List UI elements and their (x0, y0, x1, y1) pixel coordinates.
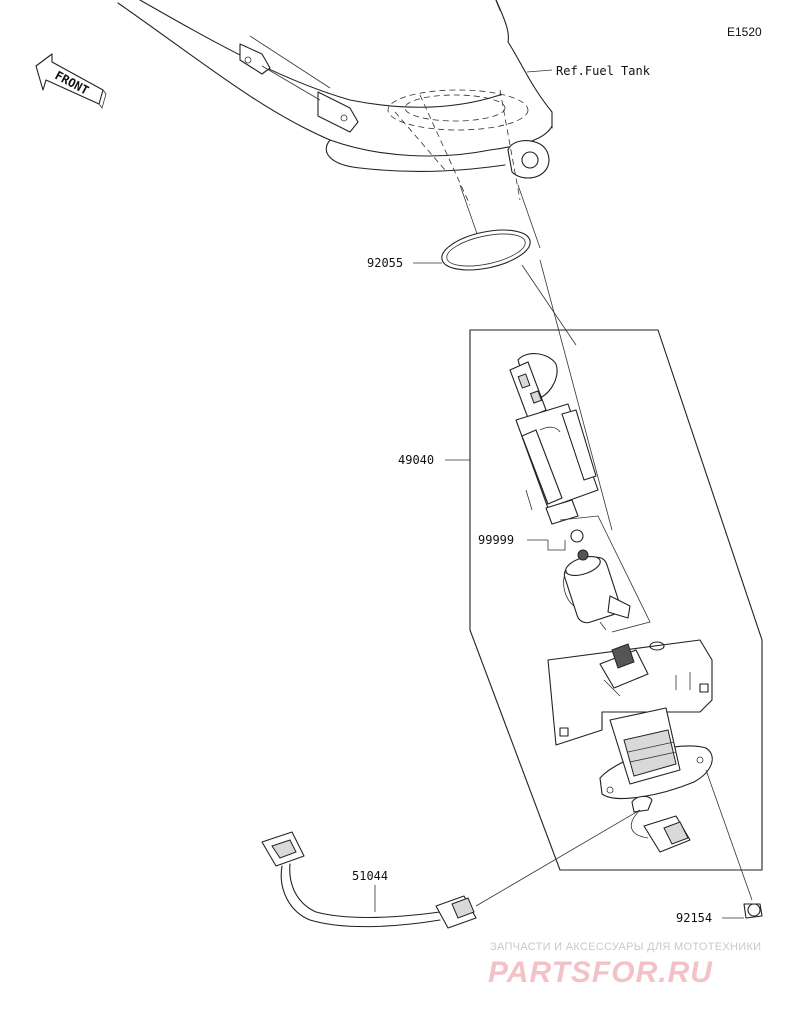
part-number-99999: 99999 (478, 533, 514, 547)
filter-bracket (547, 639, 713, 746)
part-number-49040: 49040 (398, 453, 434, 467)
bolt-92154 (743, 903, 763, 919)
wire-harness-51044 (261, 831, 477, 929)
screw-small (559, 683, 709, 737)
front-arrow-icon: FRONT (35, 53, 107, 109)
watermark-brand: PARTSFOR.RU (488, 956, 713, 989)
watermark-tagline: ЗАПЧАСТИ И АКСЕССУАРЫ ДЛЯ МОТОТЕХНИКИ (490, 941, 761, 953)
harness-connector (630, 809, 691, 853)
fuel-pump-module (509, 353, 599, 525)
part-number-92154: 92154 (676, 911, 712, 925)
pressure-regulator (599, 643, 649, 697)
assembly-bracket-49040 (469, 329, 763, 871)
o-ring-99999 (570, 529, 584, 543)
reference-label: Ref.Fuel Tank (556, 64, 651, 78)
pump-motor (563, 549, 631, 631)
diagram-code: E1520 (727, 25, 762, 39)
part-number-51044: 51044 (352, 869, 388, 883)
pump-base-plate (599, 707, 713, 813)
part-number-92055: 92055 (367, 256, 403, 270)
fuel-tank-outline (117, 0, 553, 206)
gasket-ring-92055 (441, 229, 531, 271)
